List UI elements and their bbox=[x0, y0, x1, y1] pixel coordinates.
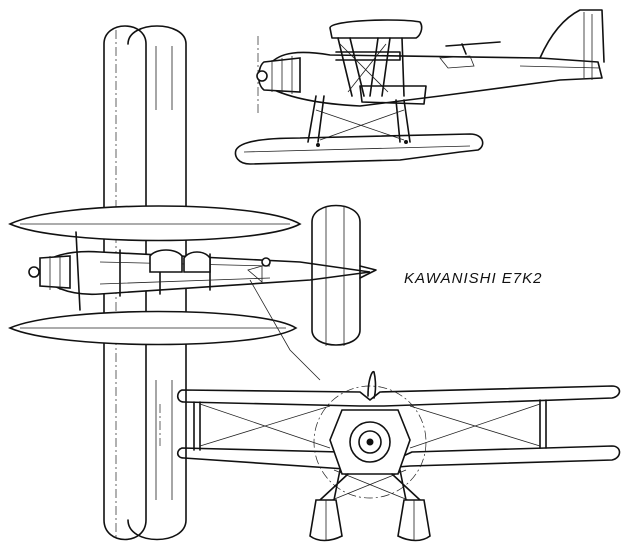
side-view bbox=[234, 9, 605, 165]
front-view bbox=[159, 371, 621, 542]
top-view bbox=[8, 25, 377, 541]
aircraft-title: KAWANISHI E7K2 bbox=[404, 270, 543, 287]
